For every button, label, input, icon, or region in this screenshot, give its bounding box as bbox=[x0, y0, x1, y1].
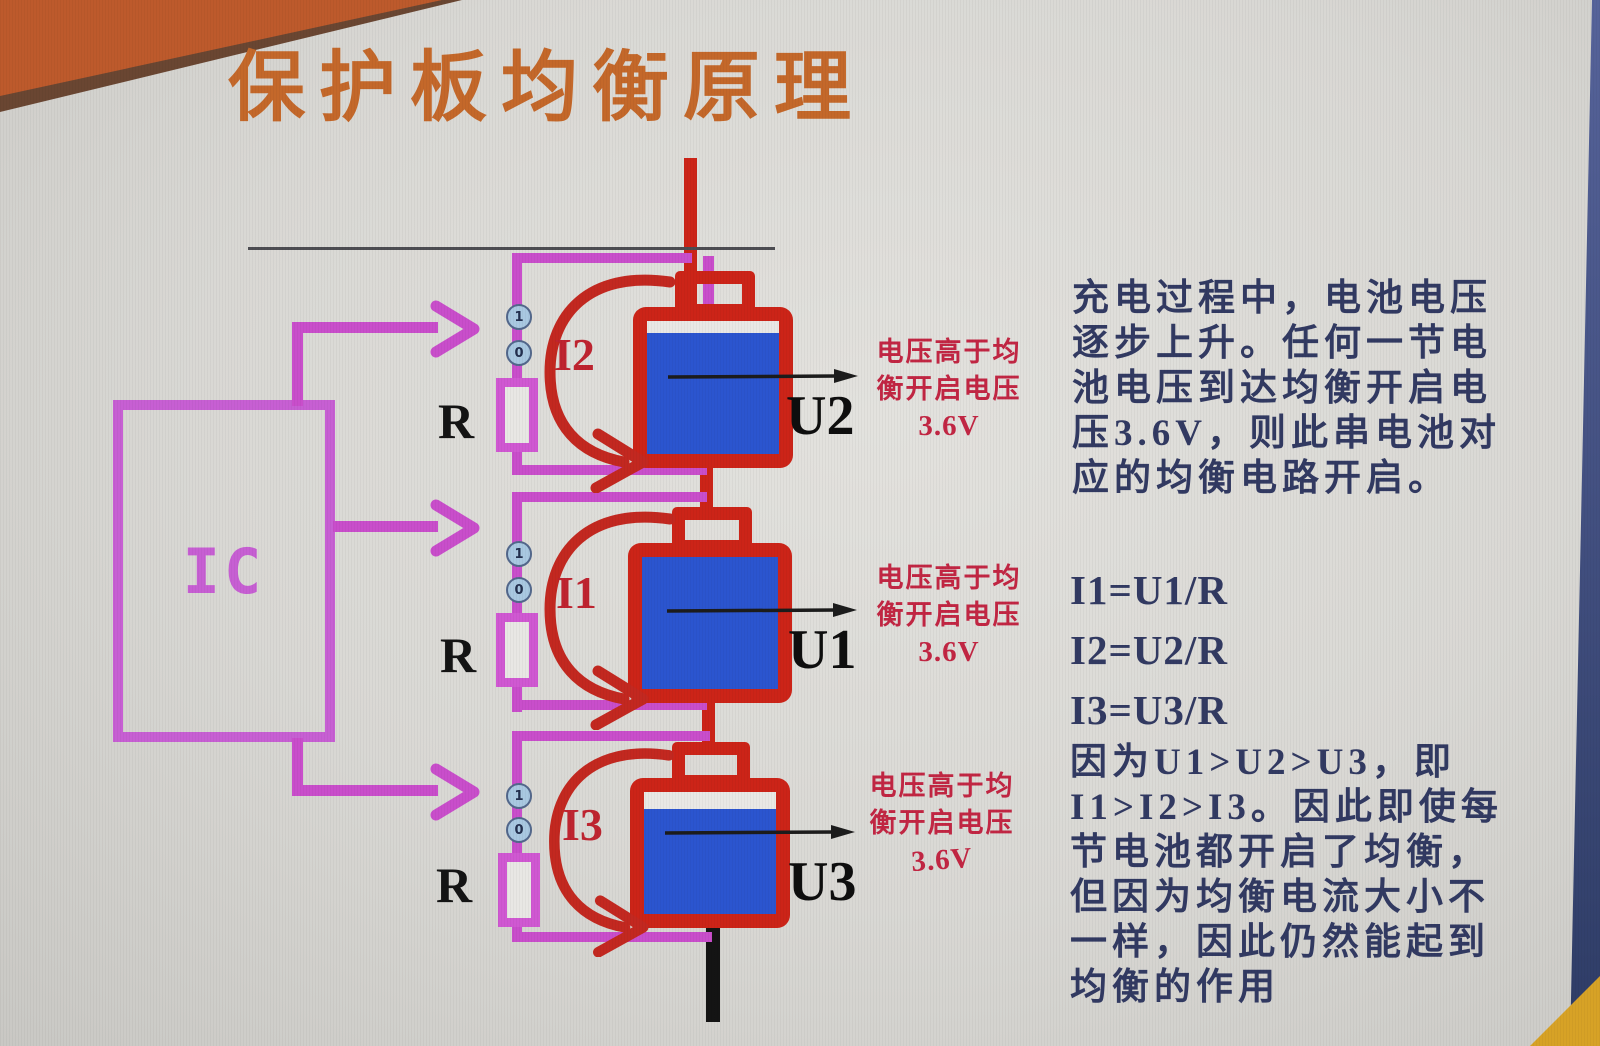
cell3-annotation-line1: 电压高于均 bbox=[869, 771, 1015, 801]
cell1-resistor bbox=[496, 613, 538, 687]
cell1-wire-top bbox=[512, 492, 707, 502]
cell3-wire-bottom bbox=[512, 932, 712, 942]
cell1-wire-bottom bbox=[512, 700, 707, 710]
cell3-annotation: 电压高于均 衡开启电压 3.6V bbox=[836, 768, 1048, 879]
cell2-annotation-line1: 电压高于均 bbox=[876, 337, 1022, 367]
notes-equations: I1=U1/R I2=U2/R I3=U3/R bbox=[1070, 560, 1228, 740]
ic-wire-middle-horizontal bbox=[333, 521, 438, 532]
cell3-current-label: I3 bbox=[562, 799, 603, 850]
cell2-annotation-line2: 衡开启电压 bbox=[876, 374, 1022, 404]
ic-wire-top-vertical bbox=[292, 322, 303, 406]
cell1-current-label: I1 bbox=[556, 567, 597, 618]
cell2-switch-node-0: 0 bbox=[506, 340, 532, 366]
ic-box: IC bbox=[113, 400, 335, 742]
cell3-voltage-arrow-icon bbox=[664, 825, 855, 839]
equation-i3: I3=U3/R bbox=[1070, 687, 1228, 733]
ic-wire-bottom-horizontal bbox=[292, 785, 438, 796]
cell3-annotation-voltage: 3.6V bbox=[910, 841, 974, 879]
cell1-battery bbox=[628, 543, 792, 703]
ic-arrow-middle-icon bbox=[430, 499, 480, 557]
cell3-resistor bbox=[498, 853, 540, 927]
cell1-voltage-label: U1 bbox=[788, 619, 857, 681]
notes-p2-line5: 一样，因此仍然能起到 bbox=[1070, 922, 1490, 963]
cell2-terminal bbox=[675, 271, 755, 317]
equation-i2: I2=U2/R bbox=[1070, 627, 1228, 673]
bus-line bbox=[248, 247, 775, 250]
notes-p1-line1: 充电过程中，电池电压 bbox=[1072, 278, 1492, 319]
cell2-annotation-voltage: 3.6V bbox=[918, 410, 980, 442]
notes-p2-line4: 但因为均衡电流大小不 bbox=[1070, 877, 1490, 918]
cell2-wire-bottom bbox=[512, 465, 707, 475]
notes-p1-line2: 逐步上升。任何一节电 bbox=[1072, 323, 1492, 364]
notes-p2-line2: I1>I2>I3。因此即使每 bbox=[1070, 787, 1503, 828]
cell1-switch-node-0: 0 bbox=[506, 577, 532, 603]
cell3-battery bbox=[630, 778, 790, 928]
cell1-charge-level bbox=[642, 557, 778, 689]
notes-p1-line3: 池电压到达均衡开启电 bbox=[1072, 368, 1492, 409]
cell1-annotation-line1: 电压高于均 bbox=[876, 563, 1022, 593]
ic-label: IC bbox=[182, 534, 266, 608]
notes-p1-line5: 应的均衡电路开启。 bbox=[1072, 458, 1450, 499]
cell2-voltage-label: U2 bbox=[786, 385, 855, 447]
cell3-terminal bbox=[672, 742, 750, 788]
cell2-wire-top bbox=[512, 253, 692, 263]
ic-arrow-top-icon bbox=[430, 300, 480, 358]
cell2-current-label: I2 bbox=[554, 329, 595, 380]
cell1-annotation-line2: 衡开启电压 bbox=[876, 600, 1022, 630]
cell2-current-loop-icon bbox=[544, 274, 676, 493]
cell3-annotation-line2: 衡开启电压 bbox=[869, 808, 1015, 838]
ic-arrow-bottom-icon bbox=[430, 763, 480, 821]
equation-i1: I1=U1/R bbox=[1070, 567, 1228, 613]
cell3-current-loop-icon bbox=[549, 748, 675, 957]
cell2-charge-level bbox=[647, 333, 779, 454]
cell1-switch-node-1: 1 bbox=[506, 541, 532, 567]
cell3-wire-top bbox=[512, 731, 710, 741]
cell3-switch-node-1: 1 bbox=[506, 783, 532, 809]
page-title: 保护板均衡原理 bbox=[228, 45, 865, 131]
cell2-battery bbox=[633, 307, 793, 468]
photo-right-frame bbox=[1570, 0, 1600, 1046]
notes-p2-line1: 因为U1>U2>U3，即 bbox=[1070, 742, 1456, 783]
cell3-switch-node-0: 0 bbox=[506, 817, 532, 843]
ic-wire-top-horizontal bbox=[292, 322, 438, 333]
cell1-voltage-arrow-icon bbox=[666, 603, 857, 617]
ic-wire-bottom-vertical bbox=[292, 738, 303, 796]
notes-paragraph-1: 充电过程中，电池电压 逐步上升。任何一节电 池电压到达均衡开启电 压3.6V，则… bbox=[1072, 276, 1501, 501]
notes-p2-line6: 均衡的作用 bbox=[1070, 967, 1280, 1008]
notes-paragraph-2: 因为U1>U2>U3，即 I1>I2>I3。因此即使每 节电池都开启了均衡， 但… bbox=[1070, 740, 1503, 1010]
cell2-annotation: 电压高于均 衡开启电压 3.6V bbox=[843, 334, 1055, 445]
pack-negative-lead bbox=[706, 916, 720, 1022]
cell1-current-loop-icon bbox=[544, 511, 676, 730]
cell-connector-1 bbox=[700, 460, 713, 520]
notes-p2-line3: 节电池都开启了均衡， bbox=[1070, 832, 1490, 873]
cell2-resistor-label: R bbox=[438, 393, 475, 449]
cell2-resistor bbox=[496, 378, 538, 452]
cell1-terminal bbox=[672, 507, 752, 553]
cell2-voltage-arrow-icon bbox=[667, 369, 858, 383]
cell3-resistor-label: R bbox=[436, 857, 473, 913]
cell1-resistor-label: R bbox=[440, 627, 477, 683]
cell1-annotation-voltage: 3.6V bbox=[918, 636, 980, 668]
notes-p1-line4: 压3.6V，则此串电池对 bbox=[1072, 413, 1501, 454]
cell1-annotation: 电压高于均 衡开启电压 3.6V bbox=[843, 560, 1055, 671]
cell3-charge-level bbox=[644, 809, 776, 914]
cell2-switch-node-1: 1 bbox=[506, 304, 532, 330]
cell3-voltage-label: U3 bbox=[788, 851, 857, 913]
